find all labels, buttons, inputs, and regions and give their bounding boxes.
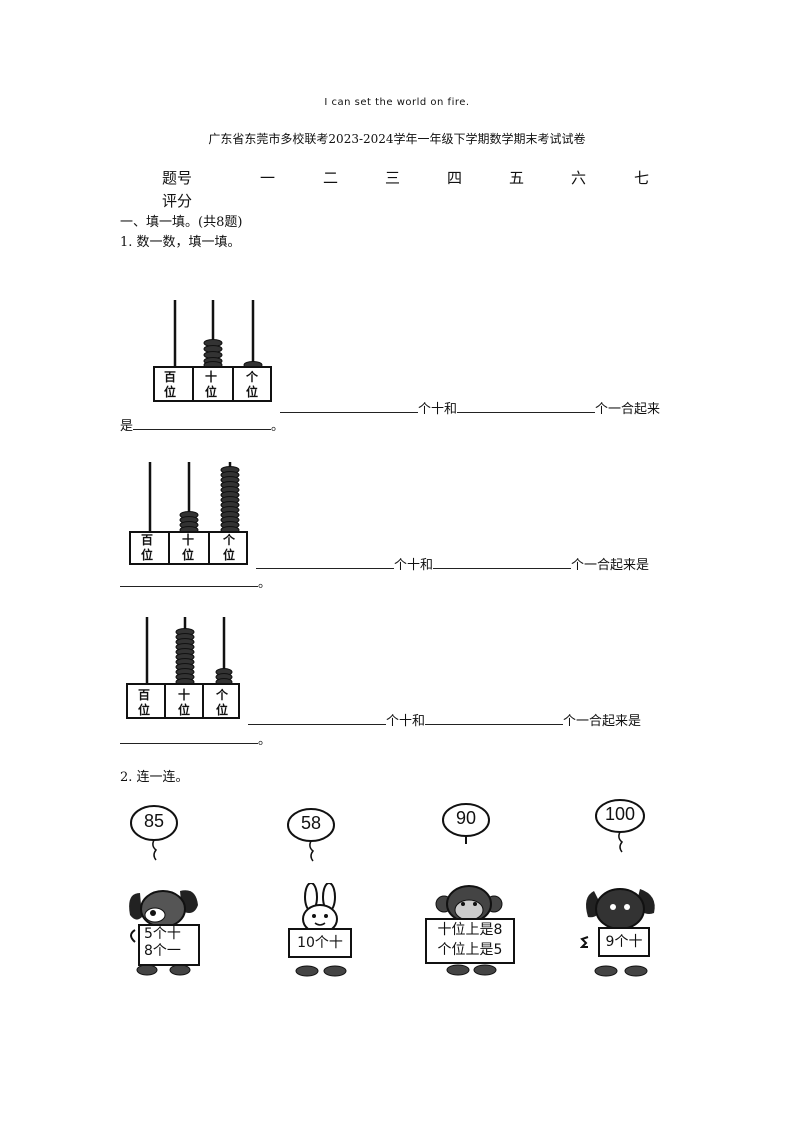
- monkey-character: [435, 885, 503, 976]
- tagline: I can set the world on fire.: [324, 97, 470, 108]
- abacus-2-fill-line-2: 。: [120, 572, 271, 591]
- score-table-col-4: 四: [447, 169, 463, 187]
- rabbit-character: [295, 883, 347, 977]
- answer-blank[interactable]: [433, 554, 572, 569]
- abacus-1: [153, 300, 272, 402]
- question-2-prompt: 2. 连一连。: [120, 770, 189, 785]
- answer-blank[interactable]: [120, 729, 258, 744]
- answer-blank[interactable]: [256, 554, 394, 569]
- abacus-3-tens-label: 十位: [178, 688, 191, 717]
- cat-character: [580, 888, 655, 977]
- abacus-1-tens-label: 十位: [205, 370, 218, 399]
- balloon-3[interactable]: [439, 801, 495, 851]
- balloon-1-number: 85: [143, 811, 165, 831]
- dog-character: [129, 890, 198, 976]
- abacus-2-ones-label: 个位: [223, 533, 236, 562]
- answer-blank[interactable]: [280, 398, 418, 413]
- answer-blank[interactable]: [133, 415, 272, 430]
- score-table-score-label: 评分: [162, 192, 193, 210]
- abacus-1-ones-label: 个位: [246, 370, 259, 399]
- score-table-col-2: 二: [323, 169, 339, 187]
- score-table-col-1: 一: [260, 169, 276, 187]
- section-heading: 一、填一填。(共8题): [120, 215, 243, 230]
- score-table-col-7: 七: [634, 169, 650, 187]
- answer-blank[interactable]: [120, 572, 258, 587]
- balloon-3-number: 90: [455, 808, 477, 828]
- answer-blank[interactable]: [425, 710, 564, 725]
- abacus-1-fill-line-2: 是。: [120, 415, 284, 434]
- score-table-col-6: 六: [571, 169, 587, 187]
- abacus-3-fill-line-2: 。: [120, 729, 271, 748]
- balloon-2[interactable]: [283, 806, 339, 866]
- balloon-2-number: 58: [300, 813, 322, 833]
- abacus-1-fill-line-1: 个十和个一合起来: [280, 398, 660, 417]
- abacus-3-fill-line-1: 个十和个一合起来是: [248, 710, 641, 729]
- exam-title: 广东省东莞市多校联考2023-2024学年一年级下学期数学期末考试试卷: [208, 132, 586, 146]
- score-table-col-3: 三: [385, 169, 401, 187]
- answer-blank[interactable]: [248, 710, 386, 725]
- score-table-header-label: 题号: [162, 169, 193, 187]
- balloon-4[interactable]: [592, 797, 648, 857]
- abacus-2-hundreds-label: 百位: [141, 533, 154, 562]
- score-table-col-5: 五: [509, 169, 525, 187]
- abacus-2-fill-line-1: 个十和个一合起来是: [256, 554, 649, 573]
- balloon-4-number: 100: [604, 804, 636, 824]
- question-1-prompt: 1. 数一数，填一填。: [120, 235, 241, 250]
- abacus-2-tens-label: 十位: [182, 533, 195, 562]
- answer-blank[interactable]: [457, 398, 596, 413]
- abacus-3: [126, 617, 240, 719]
- abacus-3-ones-label: 个位: [216, 688, 229, 717]
- abacus-2: [129, 462, 248, 565]
- abacus-1-hundreds-label: 百位: [164, 370, 177, 399]
- abacus-3-hundreds-label: 百位: [138, 688, 151, 717]
- cat-sign[interactable]: 9个十: [598, 927, 650, 957]
- balloon-1[interactable]: [128, 803, 184, 863]
- rabbit-sign[interactable]: 10个十: [288, 928, 352, 958]
